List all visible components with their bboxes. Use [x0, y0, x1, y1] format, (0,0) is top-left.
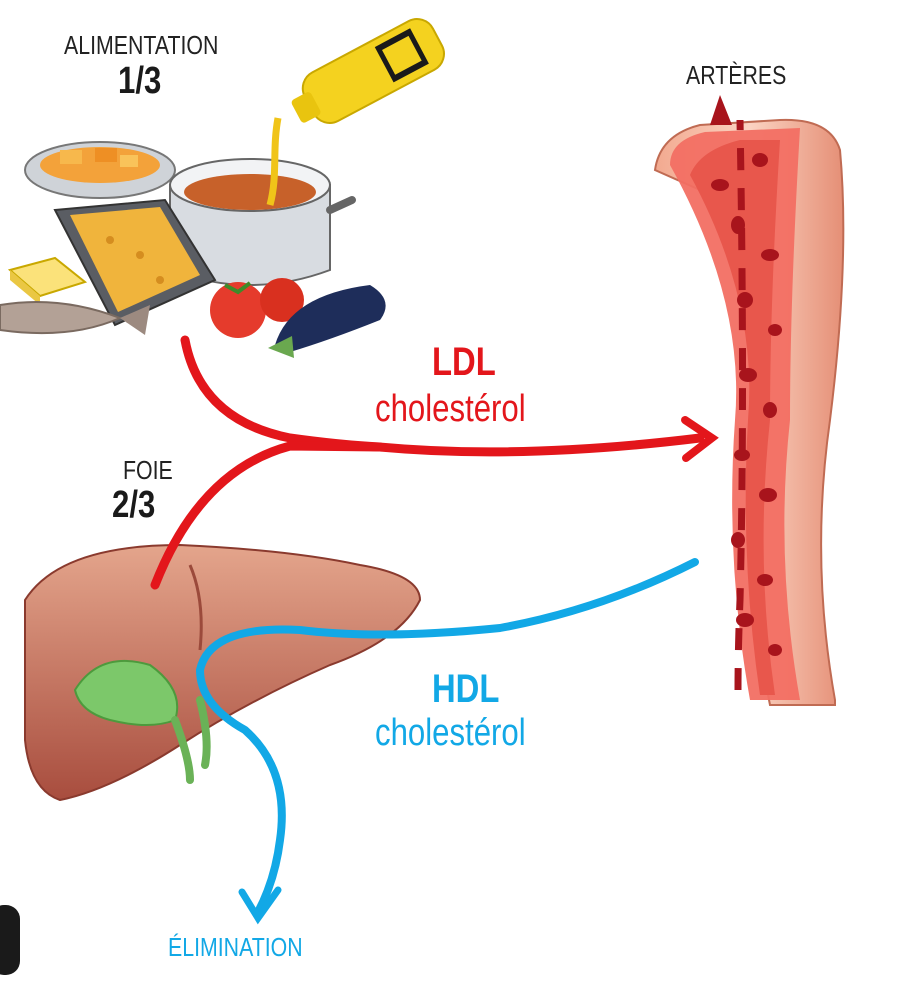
- ldl-food-curve: [180, 335, 385, 452]
- eggplant-icon: [268, 285, 386, 358]
- tomato-icon: [210, 278, 304, 338]
- corner-tab: [0, 905, 20, 975]
- hdl-flow-arrows: [195, 558, 699, 925]
- gallbladder-icon: [73, 659, 211, 784]
- artery-illustration: [653, 95, 845, 706]
- butter-icon: [7, 256, 88, 305]
- ldl-arrowhead-icon: [681, 416, 719, 462]
- ldl-liver-curve: [150, 433, 705, 590]
- bowl-icon: [24, 141, 176, 199]
- hdl-label: HDL: [432, 667, 500, 711]
- arteres-label: ARTÈRES: [686, 60, 787, 90]
- ldl-flow-arrows: [150, 335, 719, 590]
- pot-icon: [169, 158, 356, 286]
- hdl-curve: [195, 558, 699, 916]
- alimentation-label: ALIMENTATION: [64, 30, 219, 60]
- food-illustration: [0, 18, 445, 358]
- foie-fraction: 2/3: [112, 484, 156, 526]
- alimentation-fraction: 1/3: [118, 60, 162, 102]
- baking-tin-icon: [53, 198, 217, 327]
- artery-arrow-icon: [710, 95, 732, 125]
- ldl-subtitle: cholestérol: [375, 388, 526, 430]
- ldl-label: LDL: [432, 340, 496, 384]
- fish-icon: [0, 301, 150, 335]
- elimination-label: ÉLIMINATION: [168, 932, 303, 962]
- liver-illustration: [24, 543, 422, 802]
- foie-label: FOIE: [123, 455, 173, 485]
- oil-bottle-icon: [266, 18, 445, 206]
- hdl-arrowhead-icon: [238, 886, 282, 925]
- hdl-subtitle: cholestérol: [375, 712, 526, 754]
